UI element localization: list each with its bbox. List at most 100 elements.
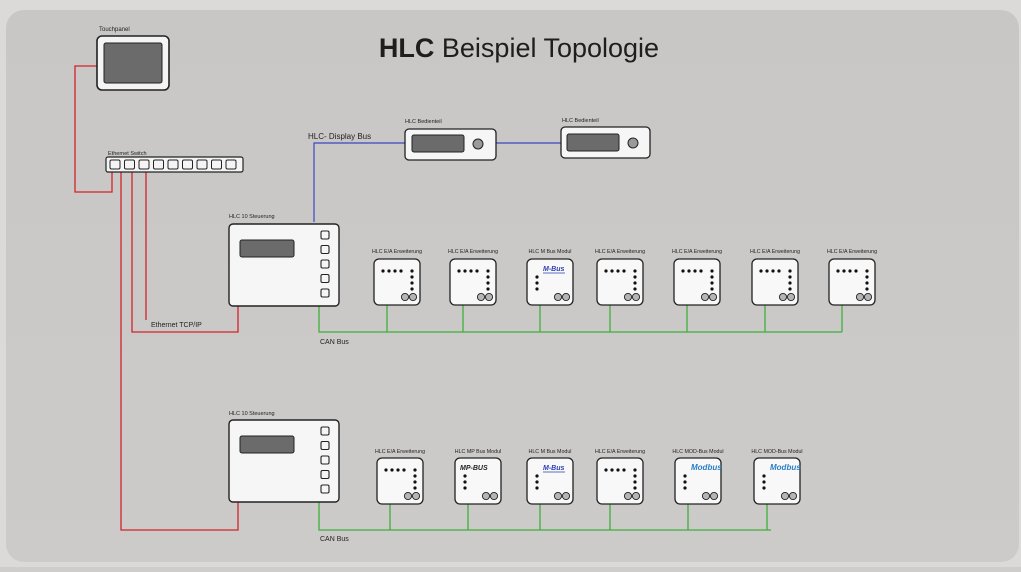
led-dot xyxy=(788,287,792,291)
led-dot xyxy=(762,480,766,484)
controller-button xyxy=(320,426,330,436)
led-dot xyxy=(486,281,490,285)
connector-right xyxy=(408,292,418,302)
led-dot xyxy=(683,486,687,490)
led-dot xyxy=(486,275,490,279)
display-bus-link xyxy=(313,142,405,222)
led-dot xyxy=(865,275,869,279)
panel-display xyxy=(411,134,465,153)
controller-1-link xyxy=(131,172,239,333)
touchpanel: Touchpanel xyxy=(96,27,170,91)
led-dot xyxy=(633,269,637,273)
connector-left xyxy=(623,292,633,302)
led-dot xyxy=(842,269,846,273)
led-dot xyxy=(463,269,467,273)
led-dot xyxy=(486,269,490,273)
title-bold: HLC xyxy=(379,33,435,63)
led-dot xyxy=(699,269,703,273)
module-body xyxy=(526,258,574,306)
touchpanel-label: Touchpanel xyxy=(99,27,130,33)
module-io: HLC E/A Erweiterung xyxy=(595,249,645,306)
led-dot xyxy=(771,269,775,273)
controller-button xyxy=(320,259,330,269)
led-dot xyxy=(396,468,400,472)
led-dot xyxy=(710,269,714,273)
display-panel-1: HLC Bedienteil xyxy=(404,119,497,161)
led-dot xyxy=(535,275,539,279)
led-dot xyxy=(616,468,620,472)
module-io: HLC E/A Erweiterung xyxy=(375,449,425,505)
led-dot xyxy=(836,269,840,273)
led-dot xyxy=(535,287,539,291)
module-body xyxy=(526,457,574,505)
module-label: HLC M Bus Modul xyxy=(529,449,572,455)
connector-left xyxy=(400,292,410,302)
led-dot xyxy=(410,275,414,279)
connector-left xyxy=(553,292,563,302)
module-label: HLC E/A Erweiterung xyxy=(672,249,722,255)
ethernet-label: Ethernet TCP/IP xyxy=(151,322,202,329)
panel-label: HLC Bedienteil xyxy=(562,118,599,124)
led-dot xyxy=(535,281,539,285)
switch-port xyxy=(182,159,193,170)
connector-left xyxy=(403,491,413,501)
controller-button xyxy=(320,484,330,494)
panel-knob xyxy=(627,137,639,149)
controller: HLC 10 Steuerung xyxy=(228,214,340,307)
led-dot xyxy=(788,275,792,279)
connector-left xyxy=(700,292,710,302)
ethernet-switch: Ethernet Switch xyxy=(105,151,244,173)
switch-port xyxy=(124,159,135,170)
connector-right xyxy=(788,491,798,501)
module-logo: Modbus xyxy=(691,463,722,472)
led-dot xyxy=(402,468,406,472)
module-io: HLC E/A Erweiterung xyxy=(672,249,722,306)
switch-port xyxy=(153,159,164,170)
module-logo: Modbus xyxy=(770,463,801,472)
panel-display xyxy=(566,133,620,152)
led-dot xyxy=(788,281,792,285)
connector-left xyxy=(481,491,491,501)
led-dot xyxy=(865,287,869,291)
led-dot xyxy=(475,269,479,273)
module-label: HLC E/A Erweiterung xyxy=(595,249,645,255)
module-body xyxy=(828,258,876,306)
module-label: HLC M Bus Modul xyxy=(529,249,572,255)
module-body xyxy=(674,457,722,505)
controller-label: HLC 10 Steuerung xyxy=(229,214,275,220)
led-dot xyxy=(622,468,626,472)
module-label: HLC E/A Erweiterung xyxy=(372,249,422,255)
connector-right xyxy=(631,491,641,501)
module-io: HLC E/A Erweiterung xyxy=(448,249,498,306)
led-dot xyxy=(410,269,414,273)
connector-left xyxy=(780,491,790,501)
led-dot xyxy=(399,269,403,273)
led-dot xyxy=(762,486,766,490)
switch-port xyxy=(138,159,150,170)
module-body xyxy=(376,457,424,505)
module-body xyxy=(454,457,502,505)
led-dot xyxy=(681,269,685,273)
connector-left xyxy=(701,491,711,501)
led-dot xyxy=(683,474,687,478)
connector-left xyxy=(476,292,486,302)
module-logo: MP-BUS xyxy=(460,465,488,472)
can-bus-wiring xyxy=(318,502,771,531)
ethernet-wiring xyxy=(74,65,239,531)
switch-port xyxy=(167,159,179,170)
led-dot xyxy=(777,269,781,273)
led-dot xyxy=(633,281,637,285)
connector-right xyxy=(709,491,719,501)
controller-button xyxy=(320,230,330,240)
connector-left xyxy=(778,292,788,302)
module-label: HLC E/A Erweiterung xyxy=(750,249,800,255)
led-dot xyxy=(486,287,490,291)
can-bus-label: CAN Bus xyxy=(320,536,349,543)
